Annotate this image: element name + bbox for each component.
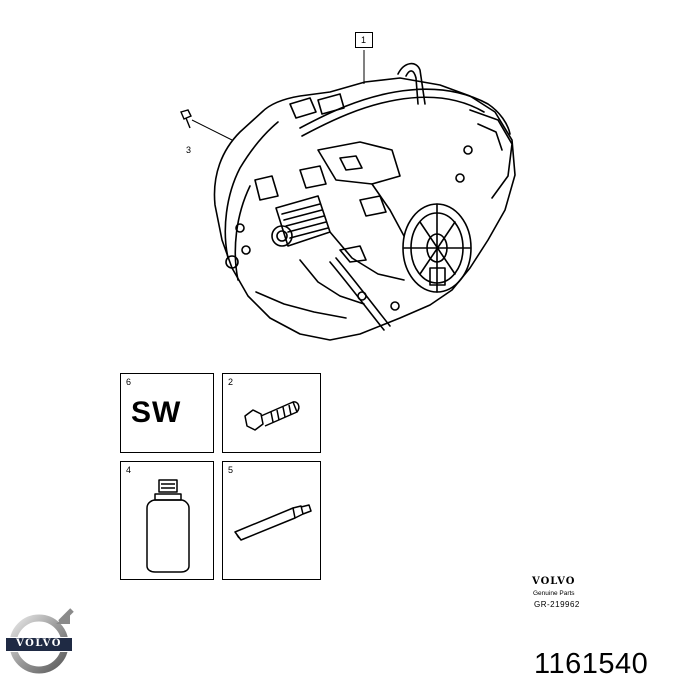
- kit-box-oil: 4: [120, 461, 214, 580]
- drawing-reference: GR-219962: [534, 600, 580, 609]
- callout-3-label: 3: [186, 145, 192, 155]
- kit-box-number: 2: [228, 377, 234, 387]
- logo-wordmark: VOLVO: [16, 638, 62, 649]
- kit-box-number: 4: [126, 465, 132, 475]
- kit-box-number: 6: [126, 377, 132, 387]
- kit-box-software: 6 SW: [120, 373, 214, 453]
- sealant-tube-icon: [234, 504, 312, 541]
- software-label: SW: [131, 396, 182, 429]
- brand-subtitle: Genuine Parts: [533, 590, 575, 597]
- kit-box-sealant: 5: [222, 461, 321, 580]
- brand-name: VOLVO: [532, 576, 576, 587]
- kit-box-number: 5: [228, 465, 234, 475]
- part-number: 1161540: [534, 648, 649, 680]
- volvo-logo-icon: [4, 608, 74, 674]
- transmission-drawing: [180, 50, 516, 341]
- oil-bottle-icon: [146, 479, 190, 573]
- bolt-icon: [244, 401, 300, 431]
- callout-1-label: 1: [361, 35, 367, 45]
- callout-1-box: 1: [355, 32, 373, 48]
- kit-box-bolt: 2: [222, 373, 321, 453]
